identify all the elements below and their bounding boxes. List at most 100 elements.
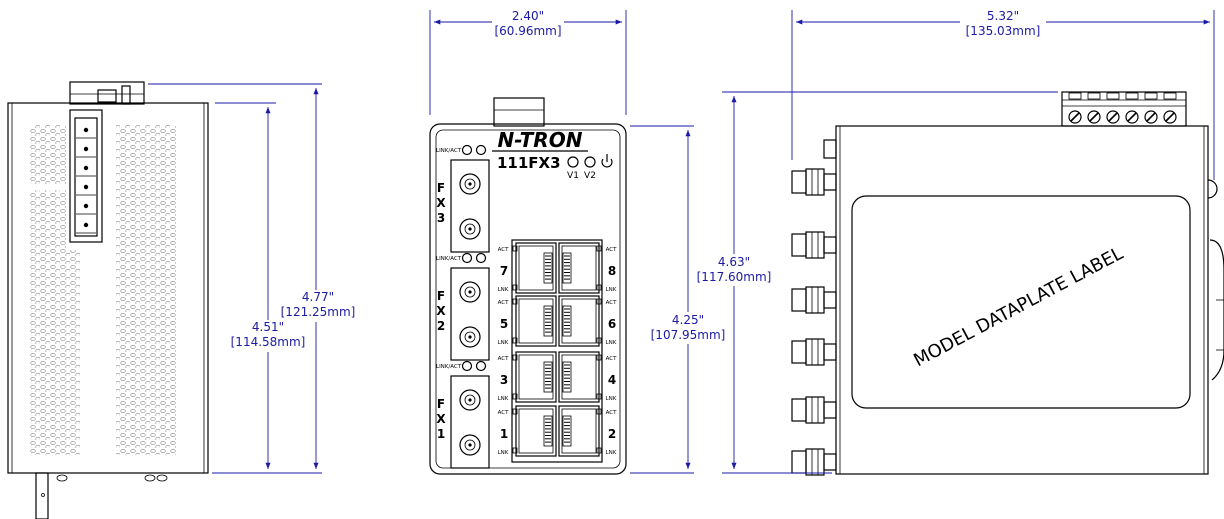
dataplate-label: MODEL DATAPLATE LABEL <box>910 243 1126 371</box>
port-number: 2 <box>608 427 616 441</box>
side-fiber-connector <box>791 231 837 259</box>
terminal-screw <box>1125 92 1139 124</box>
led-link-act <box>475 252 487 264</box>
port-number: 3 <box>500 373 508 387</box>
act-label: ACT <box>606 356 618 362</box>
act-label: ACT <box>498 410 510 416</box>
port-led <box>512 298 518 305</box>
model-name: 111FX3 <box>497 154 561 172</box>
side-tab <box>823 139 837 159</box>
act-label: ACT <box>498 247 510 253</box>
height-body-in: 4.51" <box>252 320 284 334</box>
port-led <box>596 337 602 344</box>
terminal-screw <box>1087 92 1101 124</box>
act-label: ACT <box>606 410 618 416</box>
led-link-act <box>475 144 487 156</box>
lnk-label: LNK <box>606 340 617 346</box>
left-view <box>7 81 209 519</box>
front-view-dimensions: 2.40" [60.96mm] 4.25" [107.95mm] <box>429 8 726 474</box>
port-led <box>512 354 518 361</box>
brand-logo: N-TRON <box>498 128 583 152</box>
terminal-dot <box>83 146 89 152</box>
led-link-act <box>475 360 487 372</box>
depth-mm: [135.03mm] <box>966 24 1041 38</box>
act-label: ACT <box>498 356 510 362</box>
fiber-st-connector[interactable] <box>459 326 481 348</box>
fx-letter: X <box>436 304 446 318</box>
port-led <box>596 408 602 415</box>
side-fiber-connector <box>791 168 837 196</box>
fx-letter: X <box>436 412 446 426</box>
terminal-dot <box>83 184 89 190</box>
height-side-mm: [117.60mm] <box>697 270 772 284</box>
link-act-label: LINK/ACT <box>436 256 462 262</box>
rj45-port[interactable]: 5 ACT LNK <box>498 295 557 347</box>
front-view: N-TRON 111FX3 V1 V2 LINK/ACTFX3LINK/ACTF… <box>429 97 627 475</box>
fx-letter: 3 <box>437 211 445 225</box>
power-icon <box>601 154 613 168</box>
fiber-st-connector[interactable] <box>459 389 481 411</box>
lnk-label: LNK <box>498 287 509 293</box>
side-fiber-connector <box>791 338 837 366</box>
led-v1-label: V1 <box>567 171 579 181</box>
side-view: MODEL DATAPLATE LABEL <box>791 91 1224 476</box>
port-led <box>512 284 518 291</box>
fx-letter: F <box>437 289 445 303</box>
fx-group: LINK/ACT FX3 <box>436 144 490 253</box>
led-link-act <box>461 360 473 372</box>
width-front-mm: [60.96mm] <box>494 24 561 38</box>
height-total-mm: [121.25mm] <box>281 305 356 319</box>
fiber-st-connector[interactable] <box>459 218 481 240</box>
lnk-label: LNK <box>498 396 509 402</box>
port-led <box>596 298 602 305</box>
terminal-dot <box>83 222 89 228</box>
port-led <box>596 245 602 252</box>
rj45-port[interactable]: 2 ACT LNK <box>558 405 618 457</box>
lnk-label: LNK <box>498 450 509 456</box>
side-fiber-connector <box>791 448 837 476</box>
terminal-screw <box>1068 92 1082 124</box>
port-number: 4 <box>608 373 616 387</box>
fiber-st-connector[interactable] <box>459 281 481 303</box>
rj45-port[interactable]: 3 ACT LNK <box>498 351 557 403</box>
port-led <box>596 447 602 454</box>
port-led <box>512 393 518 400</box>
rj45-port[interactable]: 1 ACT LNK <box>498 405 557 457</box>
fx-letter: F <box>437 181 445 195</box>
act-label: ACT <box>606 247 618 253</box>
link-act-label: LINK/ACT <box>436 148 462 154</box>
lnk-label: LNK <box>606 450 617 456</box>
lnk-label: LNK <box>498 340 509 346</box>
terminal-screw <box>1106 92 1120 124</box>
lnk-label: LNK <box>606 396 617 402</box>
led-v2-label: V2 <box>584 171 596 181</box>
depth-in: 5.32" <box>987 9 1019 23</box>
port-number: 1 <box>500 427 508 441</box>
fx-group: LINK/ACT FX2 <box>436 252 490 361</box>
rj45-port[interactable]: 4 ACT LNK <box>558 351 618 403</box>
fiber-st-connector[interactable] <box>459 173 481 195</box>
fx-letter: F <box>437 397 445 411</box>
terminal-dot <box>83 127 89 133</box>
side-fiber-connector <box>791 286 837 314</box>
led-link-act <box>461 144 473 156</box>
terminal-screw <box>1144 92 1158 124</box>
port-led <box>596 284 602 291</box>
port-led <box>512 447 518 454</box>
port-number: 5 <box>500 317 508 331</box>
height-side-in: 4.63" <box>718 255 750 269</box>
act-label: ACT <box>606 300 618 306</box>
terminal-screw <box>1163 92 1177 124</box>
fx-letter: X <box>436 196 446 210</box>
port-led <box>512 408 518 415</box>
fx-letter: 2 <box>437 319 445 333</box>
act-label: ACT <box>498 300 510 306</box>
terminal-dot <box>83 203 89 209</box>
terminal-dot <box>83 165 89 171</box>
fiber-st-connector[interactable] <box>459 434 481 456</box>
port-led <box>512 337 518 344</box>
